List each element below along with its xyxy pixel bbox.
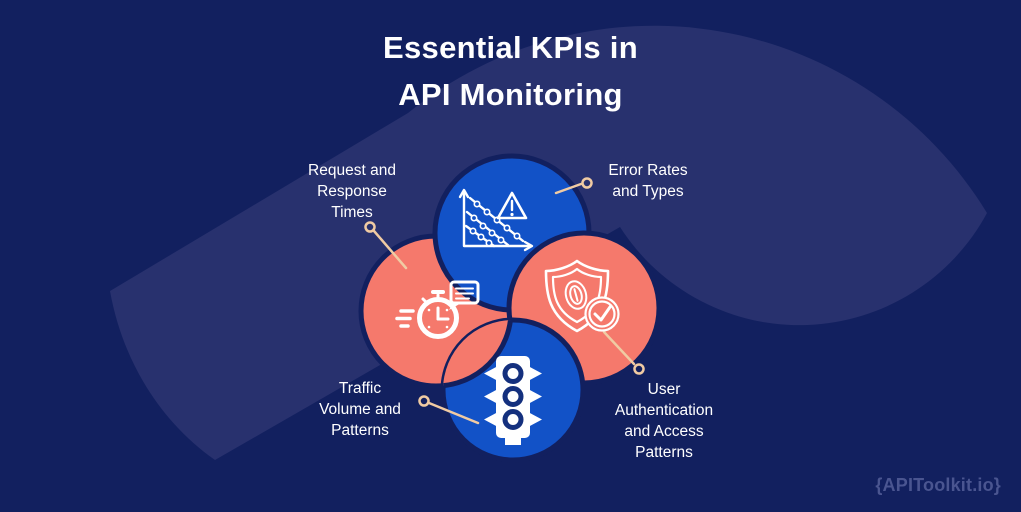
- callout-request-response: [364, 221, 408, 270]
- callout-lines: [364, 177, 645, 425]
- shield-fingerprint-check-icon: [544, 259, 620, 333]
- venn-overlap-fix: [443, 320, 514, 389]
- check-badge-icon: [584, 296, 620, 332]
- infographic-title-line2: API Monitoring: [398, 77, 623, 112]
- apitoolkit-logo: {APIToolkit.io}: [875, 475, 1001, 495]
- infographic-title-line1: Essential KPIs in: [383, 30, 638, 65]
- traffic-light-icon: [484, 356, 542, 445]
- stopwatch-speed-icon: [395, 280, 480, 339]
- kpi-label-user-auth-access-patterns: User Authentication and Access Patterns: [614, 381, 714, 461]
- fingerprint-icon: [564, 280, 588, 310]
- callout-traffic-volume: [418, 395, 480, 425]
- callout-user-auth: [602, 330, 645, 375]
- kpi-label-traffic-volume-patterns: Traffic Volume and Patterns: [319, 380, 401, 439]
- declining-chart-warning-icon: [458, 188, 534, 252]
- warning-triangle-icon: [496, 191, 528, 220]
- kpi-label-request-response-times: Request and Response Times: [308, 162, 396, 221]
- clock-tick-dots: [427, 308, 449, 329]
- callout-error-rates: [554, 177, 593, 195]
- message-bubble-icon: [449, 280, 480, 310]
- kpi-label-error-rates-types: Error Rates and Types: [608, 162, 688, 200]
